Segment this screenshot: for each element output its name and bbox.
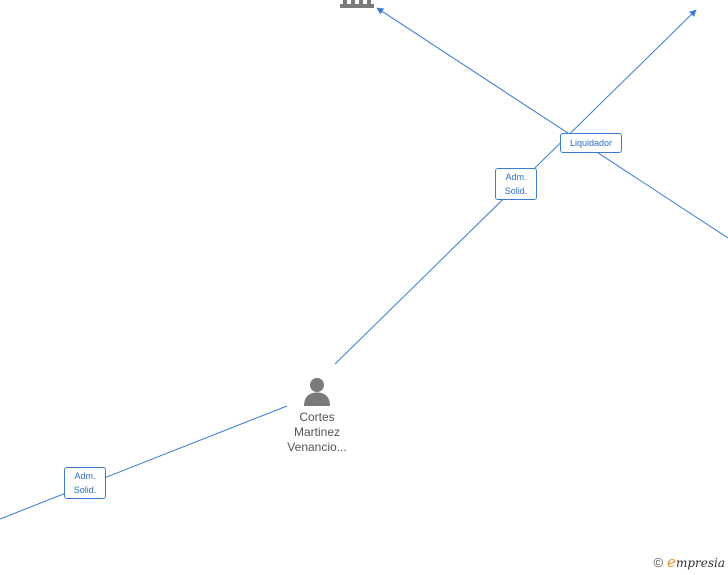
edge-label-line: Adm. xyxy=(505,172,527,182)
edge-right-to-company xyxy=(376,7,728,239)
edge-label-line: Solid. xyxy=(504,186,528,196)
person-node[interactable]: Cortes Martinez Venancio... xyxy=(280,376,354,455)
edge-person-to-bottom-left xyxy=(0,405,288,520)
footer-brand[interactable]: © empresia xyxy=(653,553,725,571)
person-name-line: Martinez xyxy=(293,425,340,439)
edge-label-adm-solid-lower[interactable]: Adm. Solid. xyxy=(64,467,106,499)
person-icon xyxy=(304,378,330,406)
brand-logo: empresia xyxy=(667,553,725,571)
person-name-line: Venancio... xyxy=(287,440,347,454)
edge-label-adm-solid-upper[interactable]: Adm. Solid. xyxy=(495,168,537,200)
person-name-line: Cortes xyxy=(299,410,335,424)
edge-label-liquidador[interactable]: Liquidador xyxy=(560,133,622,153)
edge-label-text: Liquidador xyxy=(569,138,613,148)
copyright-icon: © xyxy=(653,554,664,570)
edge-label-line: Solid. xyxy=(73,485,97,495)
edge-label-line: Adm. xyxy=(74,471,96,481)
brand-initial: e xyxy=(667,553,676,571)
person-name-label: Cortes Martinez Venancio... xyxy=(280,410,354,455)
company-icon[interactable] xyxy=(340,0,374,8)
brand-name: mpresia xyxy=(675,556,725,570)
